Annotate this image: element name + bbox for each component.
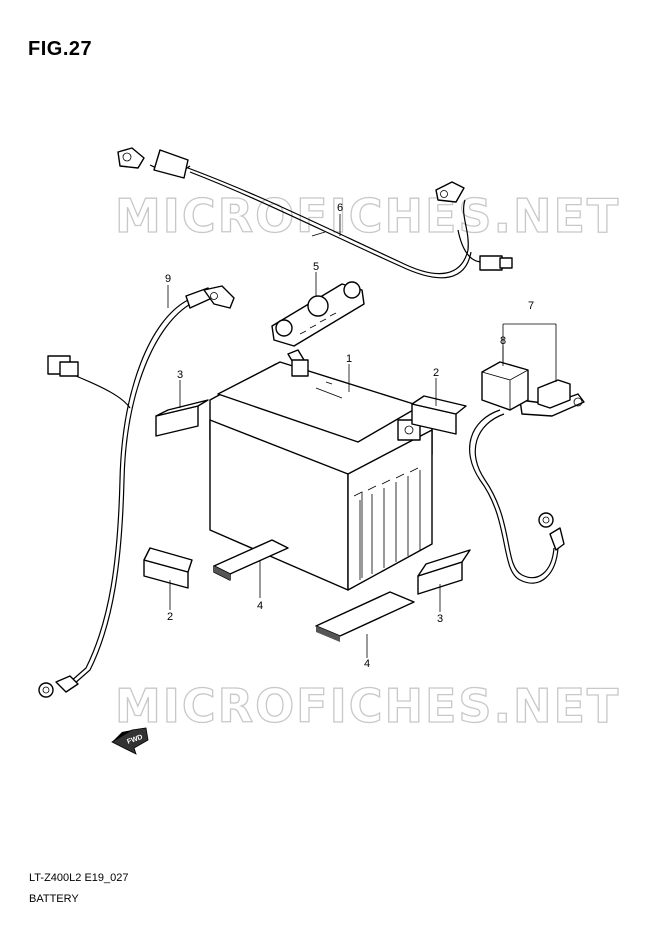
pad-right-bottom bbox=[417, 549, 471, 595]
pad-left-bottom bbox=[143, 547, 193, 589]
base-pad-left bbox=[213, 539, 289, 581]
starter-cable-assy bbox=[469, 393, 585, 584]
callout-2-left: 2 bbox=[167, 611, 173, 623]
callout-leaders bbox=[167, 214, 557, 658]
callout-4-left: 4 bbox=[257, 600, 263, 612]
watermark-top: MICROFICHES.NET bbox=[115, 189, 620, 243]
callout-3-left: 3 bbox=[177, 369, 183, 381]
ground-cable bbox=[38, 285, 235, 698]
callout-7: 7 bbox=[528, 300, 534, 312]
pad-right-top bbox=[411, 395, 467, 435]
battery bbox=[209, 359, 433, 591]
wire-harness bbox=[117, 147, 513, 279]
watermark-bottom: MICROFICHES.NET bbox=[115, 679, 620, 733]
callout-5: 5 bbox=[313, 261, 319, 273]
section-name: BATTERY bbox=[29, 893, 79, 905]
callout-6: 6 bbox=[337, 202, 343, 214]
forward-arrow-icon: FWD bbox=[111, 727, 149, 755]
model-code: LT-Z400L2 E19_027 bbox=[29, 872, 129, 884]
figure-title: FIG.27 bbox=[28, 38, 93, 60]
terminal-cover bbox=[481, 361, 571, 411]
callout-9: 9 bbox=[165, 273, 171, 285]
callout-4-front: 4 bbox=[364, 658, 370, 670]
callout-8: 8 bbox=[500, 335, 506, 347]
pad-left-top bbox=[155, 399, 209, 437]
callout-3-right: 3 bbox=[437, 613, 443, 625]
callout-1: 1 bbox=[346, 353, 352, 365]
base-pad-front bbox=[315, 591, 415, 642]
callout-2-right: 2 bbox=[433, 367, 439, 379]
battery-holder bbox=[271, 281, 365, 365]
